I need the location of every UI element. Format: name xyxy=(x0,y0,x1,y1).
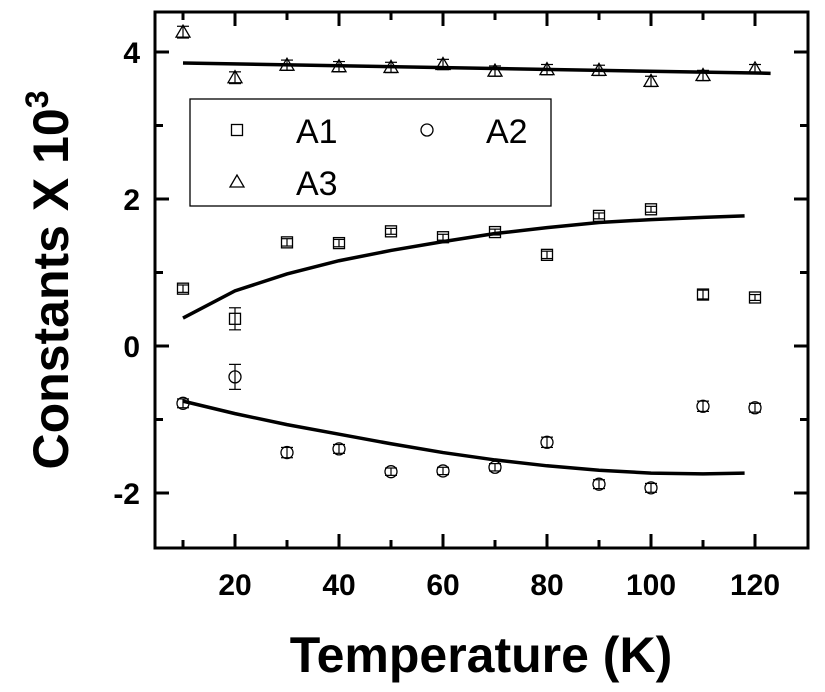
data-point-A1 xyxy=(748,291,762,304)
series-A2 xyxy=(176,363,762,495)
data-point-A2 xyxy=(592,477,606,491)
y-tick-label: 2 xyxy=(123,184,140,217)
data-point-A3 xyxy=(746,60,764,75)
series-A1 xyxy=(176,203,762,331)
data-point-A3 xyxy=(434,56,452,71)
x-axis-title: Temperature (K) xyxy=(290,627,672,683)
data-point-A1 xyxy=(228,312,242,325)
data-point-A3 xyxy=(486,62,504,77)
data-point-A2 xyxy=(488,460,502,474)
y-axis-title: Constants X 103 xyxy=(19,90,79,469)
data-point-A2 xyxy=(332,442,346,456)
fit-line-A2 xyxy=(182,399,745,476)
data-point-A2 xyxy=(644,481,658,495)
data-point-A1 xyxy=(540,248,554,262)
data-point-A1 xyxy=(176,282,190,295)
plot-frame xyxy=(153,10,810,550)
x-tick-label: 80 xyxy=(530,569,563,602)
data-point-A1 xyxy=(436,231,450,244)
y-tick-label: 0 xyxy=(123,331,140,364)
data-point-A3 xyxy=(278,56,296,71)
data-point-A3 xyxy=(174,23,192,38)
legend-marker-A2 xyxy=(420,123,434,137)
x-tick-label: 120 xyxy=(730,569,780,602)
y-tick-label: -2 xyxy=(113,478,140,511)
y-axis-title-superscript: 3 xyxy=(19,90,55,108)
data-point-A1 xyxy=(384,225,398,238)
data-point-A3 xyxy=(538,61,556,76)
y-axis-title-text: Constants X 10 xyxy=(23,108,79,469)
data-point-A1 xyxy=(280,236,294,249)
x-tick-label: 20 xyxy=(218,569,251,602)
data-point-A3 xyxy=(382,59,400,74)
data-point-A2 xyxy=(384,465,398,479)
data-point-A3 xyxy=(590,62,608,77)
data-point-A1 xyxy=(592,209,606,223)
legend-box xyxy=(189,98,552,207)
legend-label: A3 xyxy=(296,165,338,203)
x-tick-label: 60 xyxy=(426,569,459,602)
fit-line-A3 xyxy=(182,61,771,76)
x-tick-label: 40 xyxy=(322,569,355,602)
data-point-A2 xyxy=(540,435,554,449)
data-point-A1 xyxy=(488,225,502,239)
fit-line-A1 xyxy=(182,214,745,320)
x-tick-label: 100 xyxy=(626,569,676,602)
data-point-A2 xyxy=(748,401,762,415)
series-A3 xyxy=(174,23,771,88)
legend-label: A2 xyxy=(486,113,528,151)
data-point-A2 xyxy=(436,464,450,478)
data-point-A2 xyxy=(176,396,190,410)
legend-label: A1 xyxy=(296,113,338,151)
data-point-A3 xyxy=(642,73,660,88)
legend-marker-A1 xyxy=(230,123,244,137)
data-point-A1 xyxy=(332,236,346,250)
data-point-A3 xyxy=(694,67,712,82)
data-point-A2 xyxy=(696,399,710,413)
y-tick-label: 4 xyxy=(123,37,140,70)
data-point-A2 xyxy=(228,370,242,384)
data-point-A1 xyxy=(696,288,710,301)
data-point-A3 xyxy=(330,58,348,73)
data-point-A3 xyxy=(226,69,244,84)
legend-marker-A3 xyxy=(228,173,246,188)
data-point-A2 xyxy=(280,445,294,460)
data-point-A1 xyxy=(644,203,658,216)
